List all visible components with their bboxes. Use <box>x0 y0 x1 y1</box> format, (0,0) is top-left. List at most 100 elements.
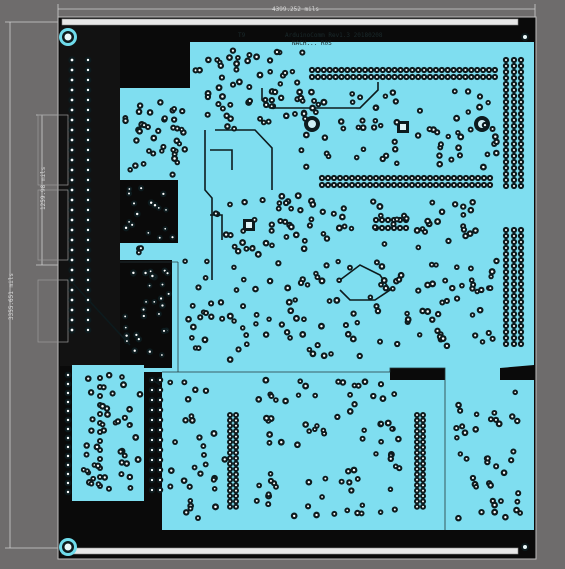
header-top-pin-drill <box>328 75 331 79</box>
header-mid-pin-drill <box>338 176 342 180</box>
header-right-pin-drill <box>512 166 516 170</box>
via-drill <box>202 445 205 448</box>
via-drill <box>271 244 273 247</box>
header-top-pin-drill <box>446 68 449 72</box>
via-drill <box>128 408 131 411</box>
via-drill <box>153 204 157 207</box>
via-drill <box>280 323 283 326</box>
via-drill <box>504 516 507 519</box>
via-drill <box>138 393 142 396</box>
connector-left-pin-drill <box>86 78 90 82</box>
via-drill <box>432 128 435 131</box>
via-drill <box>284 220 287 223</box>
via-drill <box>417 289 420 292</box>
header-top-pin-drill <box>352 68 355 72</box>
via-drill <box>338 226 341 230</box>
via-drill <box>183 381 186 384</box>
via-drill <box>126 340 128 342</box>
header-top-pin-drill <box>458 75 461 79</box>
header-right-lower-pin-drill <box>519 234 523 238</box>
via-drill <box>431 318 434 321</box>
via-drill <box>134 164 137 167</box>
header-right-pin-drill <box>504 58 508 62</box>
via-drill <box>193 466 196 469</box>
connector-left-pin-drill <box>86 128 90 132</box>
via-drill <box>124 326 127 329</box>
via-drill <box>349 393 352 396</box>
via-drill <box>459 409 462 412</box>
via-drill <box>125 334 128 337</box>
via-drill <box>416 134 420 137</box>
via-drill <box>379 340 381 343</box>
via-drill <box>176 127 179 130</box>
header-top-pin-drill <box>440 75 443 79</box>
via-drill <box>471 314 474 316</box>
via-drill <box>311 203 315 206</box>
via-drill <box>302 112 306 115</box>
via-drill <box>131 223 134 226</box>
header-mid-pin-drill <box>452 176 456 180</box>
via-drill <box>235 68 238 71</box>
header-top-pin-drill <box>452 68 455 72</box>
via-drill <box>120 461 123 464</box>
via-drill <box>327 155 330 158</box>
header-right-lower-pin-drill <box>512 312 516 316</box>
via-drill <box>278 202 281 204</box>
via-drill <box>210 315 213 318</box>
via-drill <box>224 233 228 236</box>
connector-left-pin-drill <box>70 78 74 82</box>
via-drill <box>322 232 325 235</box>
header-right-lower-pin-drill <box>504 276 508 280</box>
via-drill <box>332 212 335 215</box>
via-drill <box>394 100 397 103</box>
header-top-pin-drill <box>340 75 343 79</box>
via-drill <box>197 517 199 519</box>
header-mid-pin-drill <box>452 183 456 187</box>
via-drill <box>344 324 347 327</box>
header-top-pin-drill <box>316 68 319 72</box>
via-drill <box>245 334 248 336</box>
header-mid-pin-drill <box>386 176 390 180</box>
via-drill <box>358 354 361 358</box>
via-drill <box>395 121 399 124</box>
chip-pin-drill <box>380 226 384 230</box>
via-drill <box>435 264 437 266</box>
via-drill <box>199 472 202 475</box>
via-drill <box>188 485 191 488</box>
connector-pin-drill <box>150 478 154 482</box>
header-right-lower-pin-drill <box>512 240 516 244</box>
header-right-pin-drill <box>519 184 523 188</box>
via-drill <box>273 482 276 485</box>
connector-left-pin-drill <box>86 228 90 232</box>
header-top-pin-drill <box>493 75 496 79</box>
via-drill <box>445 344 449 348</box>
via-drill <box>246 59 249 63</box>
header-right-pin-drill <box>512 184 516 188</box>
via-drill <box>270 105 273 108</box>
header-right-lower-pin-drill <box>519 240 523 244</box>
via-drill <box>206 95 209 99</box>
via-drill <box>254 287 257 291</box>
via-drill <box>512 450 515 453</box>
header-right-pin-drill <box>504 76 508 80</box>
via-drill <box>204 389 208 392</box>
connector-left-pin-drill <box>70 268 74 272</box>
via-drill <box>516 419 519 423</box>
via-drill <box>375 452 377 455</box>
via-drill <box>111 392 114 395</box>
via-drill <box>162 329 166 332</box>
header-lower-pin-drill <box>422 495 424 497</box>
header-mid-pin-drill <box>356 176 360 180</box>
connector-bottom-left-pin-drill <box>66 463 70 467</box>
via-drill <box>494 135 497 138</box>
via-drill <box>127 192 131 195</box>
via-drill <box>248 99 251 103</box>
header-right-lower-pin-drill <box>512 294 516 298</box>
header-right-lower-pin-drill <box>512 324 516 328</box>
via-drill <box>268 433 271 436</box>
via-drill <box>198 69 201 72</box>
via-drill <box>242 230 245 232</box>
top-rail <box>61 18 519 26</box>
